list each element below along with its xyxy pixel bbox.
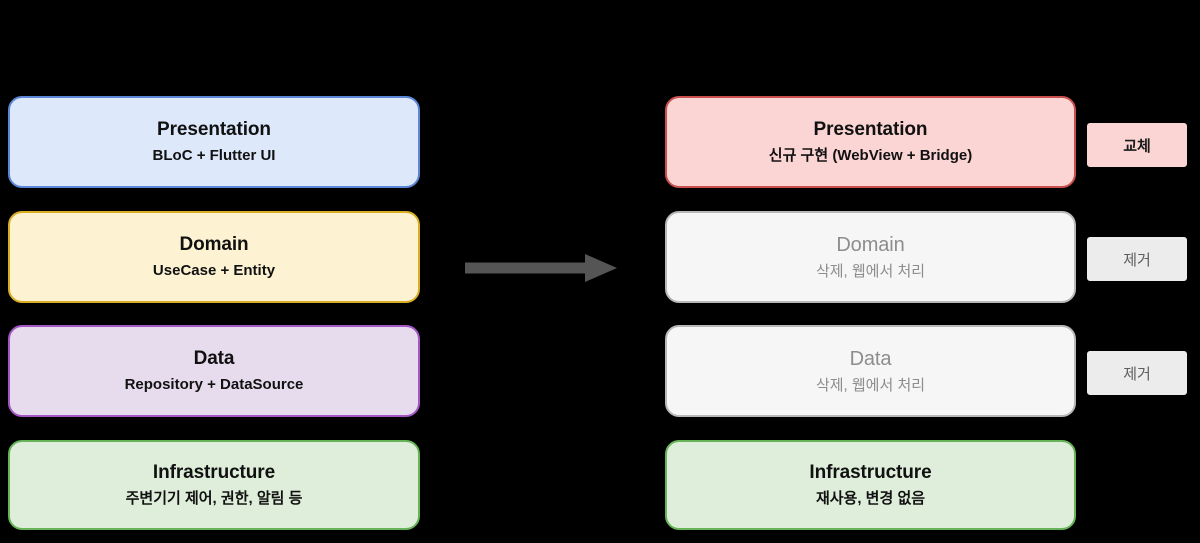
left-layer-presentation-subtitle: BLoC + Flutter UI <box>152 147 276 165</box>
left-layer-data-subtitle: Repository + DataSource <box>124 376 304 394</box>
left-layer-domain: Domain UseCase + Entity <box>8 211 420 303</box>
migration-arrow-icon <box>465 254 617 282</box>
badge-presentation-replace-label: 교체 <box>1123 137 1151 155</box>
right-layer-presentation: Presentation 신규 구현 (WebView + Bridge) <box>665 96 1076 188</box>
right-layer-data: Data 삭제, 웹에서 처리 <box>665 325 1076 417</box>
left-layer-infrastructure: Infrastructure 주변기기 제어, 권한, 알림 등 <box>8 440 420 530</box>
right-layer-domain-subtitle: 삭제, 웹에서 처리 <box>815 262 926 280</box>
right-layer-data-subtitle: 삭제, 웹에서 처리 <box>815 376 926 394</box>
badge-domain-remove: 제거 <box>1087 237 1187 281</box>
right-layer-data-title: Data <box>849 347 892 370</box>
left-layer-domain-subtitle: UseCase + Entity <box>152 262 276 280</box>
badge-data-remove: 제거 <box>1087 351 1187 395</box>
right-layer-infrastructure-title: Infrastructure <box>809 462 932 484</box>
right-layer-infrastructure-subtitle: 재사용, 변경 없음 <box>815 490 926 508</box>
badge-domain-remove-label: 제거 <box>1123 251 1151 269</box>
right-layer-infrastructure: Infrastructure 재사용, 변경 없음 <box>665 440 1076 530</box>
badge-presentation-replace: 교체 <box>1087 123 1187 167</box>
right-layer-presentation-title: Presentation <box>813 119 928 141</box>
right-layer-presentation-subtitle: 신규 구현 (WebView + Bridge) <box>768 147 973 165</box>
left-layer-infrastructure-title: Infrastructure <box>152 462 276 484</box>
left-layer-data-title: Data <box>193 348 235 370</box>
left-layer-presentation-title: Presentation <box>157 119 271 141</box>
left-layer-presentation: Presentation BLoC + Flutter UI <box>8 96 420 188</box>
left-layer-domain-title: Domain <box>179 234 249 256</box>
left-layer-data: Data Repository + DataSource <box>8 325 420 417</box>
right-layer-domain-title: Domain <box>836 233 905 256</box>
badge-data-remove-label: 제거 <box>1123 365 1151 383</box>
right-layer-domain: Domain 삭제, 웹에서 처리 <box>665 211 1076 303</box>
left-layer-infrastructure-subtitle: 주변기기 제어, 권한, 알림 등 <box>125 490 303 508</box>
migration-arrow <box>463 250 619 286</box>
